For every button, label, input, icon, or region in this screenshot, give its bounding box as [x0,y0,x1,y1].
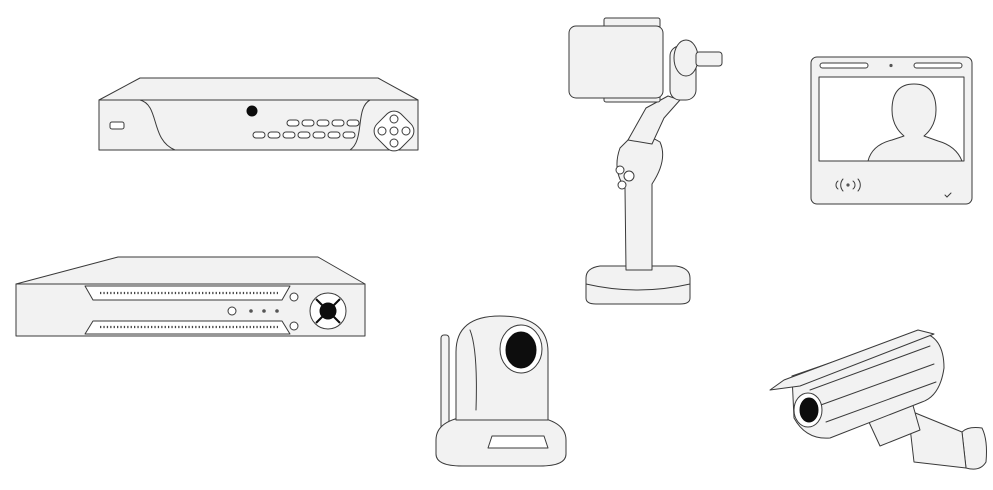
ptz-camera-icon [435,315,567,467]
face-terminal-icon [810,56,973,205]
nvr-icon [15,256,366,337]
gimbal-icon [568,17,723,305]
nvr-vent-dots [100,291,278,329]
dvr-icon [98,77,419,152]
bullet-camera-icon [769,329,987,470]
